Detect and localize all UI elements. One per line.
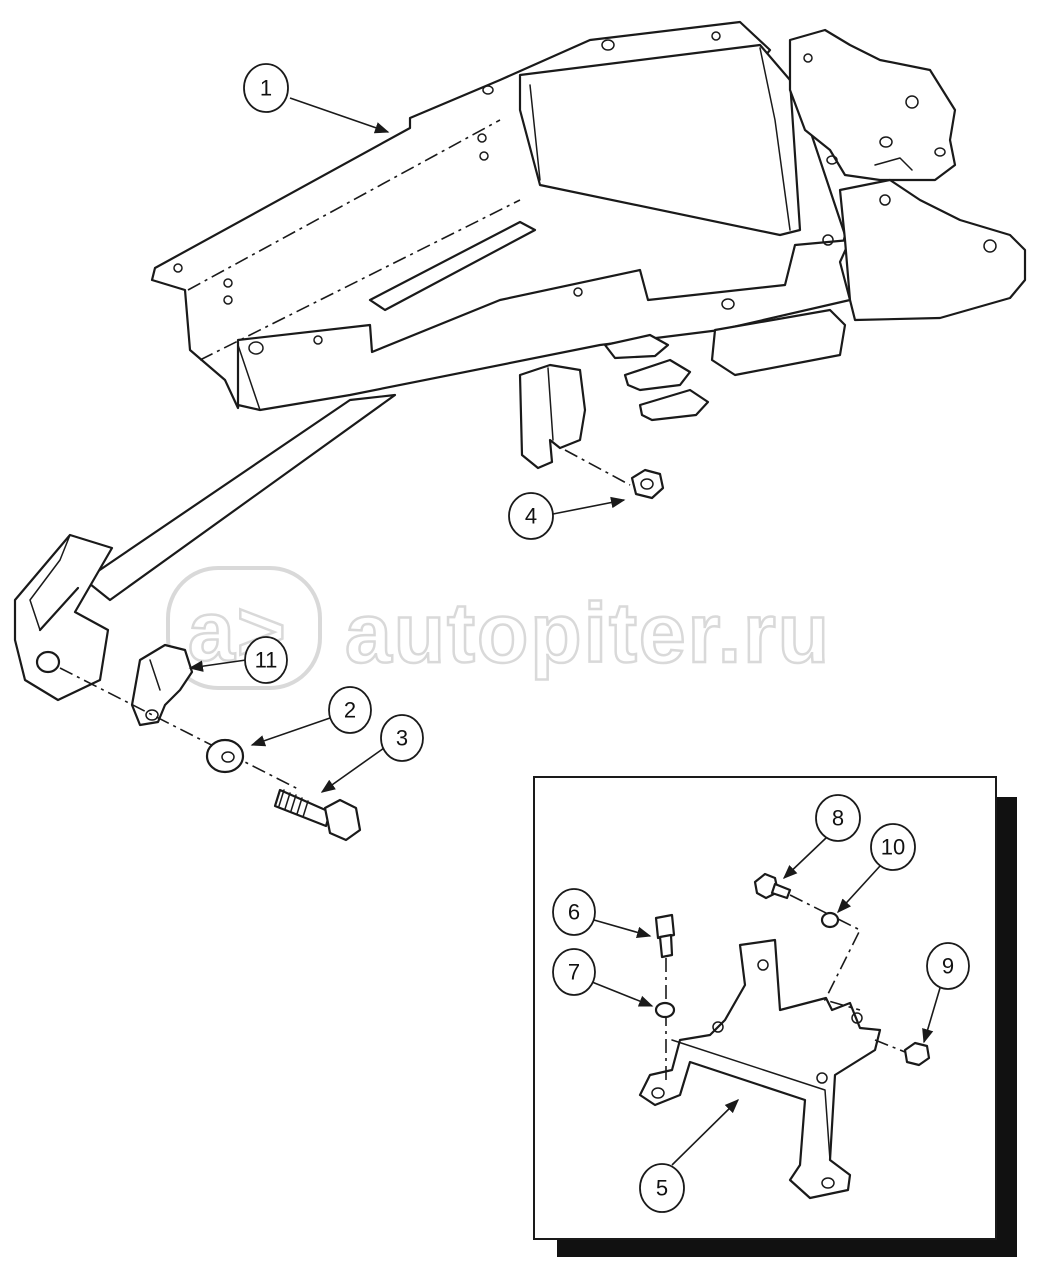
callout-10-label: 10 <box>881 835 905 860</box>
watermark-text: autopiter.ru <box>345 586 831 680</box>
callout-2-label: 2 <box>344 698 356 723</box>
right-side-mechanism <box>518 28 1027 470</box>
callout-3-label: 3 <box>396 726 408 751</box>
callout-8: 8 <box>815 794 861 842</box>
callout-11-label: 11 <box>255 648 278 673</box>
callout-8-label: 8 <box>832 806 844 831</box>
callout-6: 6 <box>552 888 596 936</box>
inset-detail-box <box>533 776 1017 1257</box>
leader-4 <box>552 496 626 515</box>
leader-2 <box>250 717 331 747</box>
callout-7-label: 7 <box>568 960 580 985</box>
callout-10: 10 <box>870 823 916 871</box>
callout-4: 4 <box>508 492 554 540</box>
callout-1-label: 1 <box>260 76 272 101</box>
pedal-arm <box>13 393 397 702</box>
callouts: 1 2 3 4 5 6 7 8 9 10 <box>188 63 970 1213</box>
callout-4-label: 4 <box>525 504 537 529</box>
callout-6-label: 6 <box>568 900 580 925</box>
leader-10 <box>837 865 881 914</box>
bolt-axis-line <box>59 667 301 791</box>
leader-5 <box>671 1098 740 1166</box>
leader-1 <box>289 97 390 134</box>
callout-9: 9 <box>926 942 970 990</box>
callout-9-label: 9 <box>942 954 954 979</box>
main-bracket-part-1 <box>150 20 852 412</box>
leader-11 <box>188 659 247 672</box>
leader-6 <box>593 919 652 938</box>
stop-part-11 <box>130 643 194 727</box>
callout-1: 1 <box>243 63 289 113</box>
bolt-part-3 <box>273 788 362 842</box>
callout-5: 5 <box>639 1163 685 1213</box>
callout-3: 3 <box>380 714 424 762</box>
leader-7 <box>591 981 654 1007</box>
leader-8 <box>782 837 827 879</box>
callout-2: 2 <box>328 686 372 734</box>
nut-part-4 <box>564 449 665 500</box>
watermark-logo-frame <box>166 566 322 690</box>
leader-9 <box>922 987 941 1044</box>
leader-3 <box>320 747 385 793</box>
callout-7: 7 <box>552 948 596 996</box>
callout-11: 11 <box>244 636 288 684</box>
callout-5-label: 5 <box>656 1176 668 1201</box>
washer-part-2 <box>205 738 245 774</box>
